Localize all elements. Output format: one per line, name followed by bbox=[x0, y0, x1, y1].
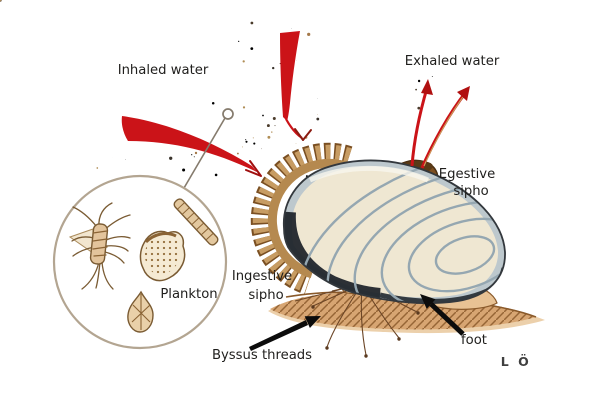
egestive-sipho-label-line1: Egestive bbox=[439, 167, 495, 182]
diatom-large-plankton bbox=[139, 230, 186, 282]
sediment bbox=[268, 291, 545, 334]
mussel-shell bbox=[283, 159, 506, 305]
inhaled-water-label: Inhaled water bbox=[118, 63, 209, 78]
byssus-pointer-arrow bbox=[249, 316, 321, 351]
foot-label: foot bbox=[461, 333, 487, 348]
ingestive-siphon-fringe bbox=[250, 142, 353, 295]
byssus-threads-label: Byssus threads bbox=[212, 348, 312, 363]
exhaled-water-label: Exhaled water bbox=[405, 54, 500, 69]
inhaled-water-ribbon-arrow bbox=[280, 31, 312, 141]
artist-signature: L Ö bbox=[501, 354, 531, 369]
plankton-magnifier-circle bbox=[52, 174, 228, 350]
inhaled-water-arrow bbox=[121, 116, 262, 177]
plankton-small bbox=[127, 290, 154, 333]
egestive-sipho-label-line2: sipho bbox=[453, 184, 488, 199]
ingestive-sipho-label-line1: Ingestive bbox=[232, 269, 292, 284]
suspended-particles bbox=[0, 0, 433, 188]
plankton-label: Plankton bbox=[160, 287, 217, 302]
copepod-plankton bbox=[68, 202, 131, 290]
magnifier-callout bbox=[183, 108, 234, 189]
foot-pointer-arrow bbox=[420, 294, 465, 336]
ingestive-sipho-label-line2: sipho bbox=[248, 288, 283, 303]
callout-pin-icon bbox=[222, 108, 234, 120]
diatom-chain-plankton bbox=[173, 198, 219, 246]
exhaled-water-arrows bbox=[410, 79, 470, 169]
